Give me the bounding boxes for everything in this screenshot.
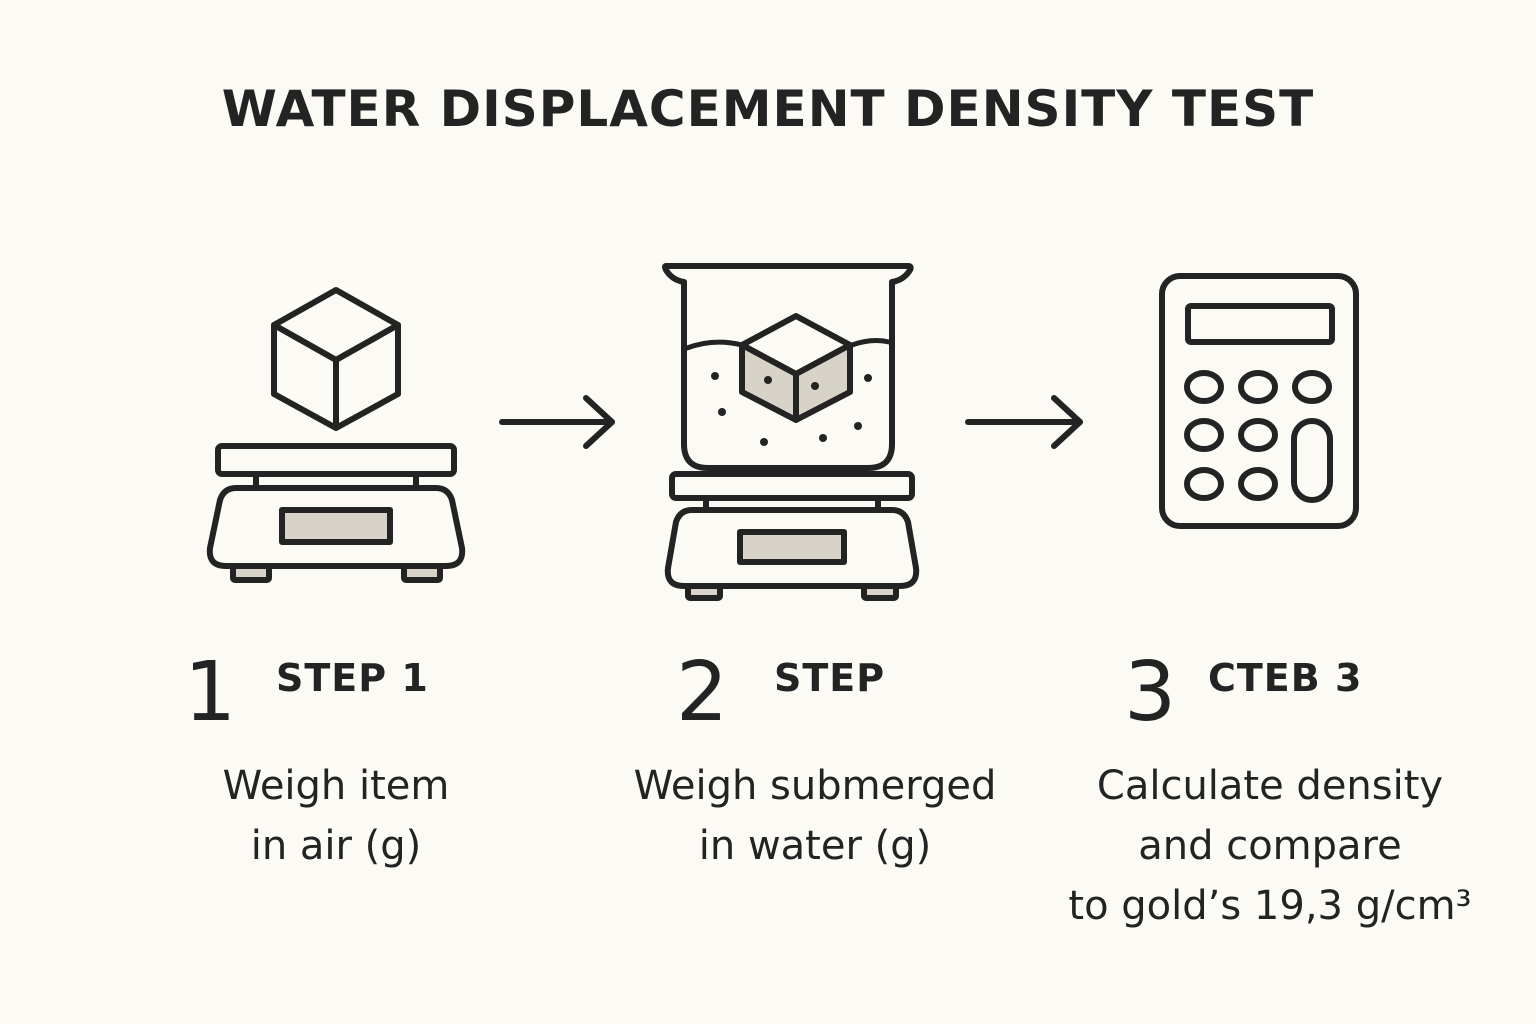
step-3-number: 3 [1124,645,1177,740]
step-1-description-line: in air (g) [250,823,422,869]
scale-icon [206,443,466,583]
step-1-description-line: Weigh item [222,763,450,809]
step-1-label: STEP 1 [276,656,429,700]
step-1-number: 1 [184,645,237,740]
cube-icon [271,287,401,431]
step-3-description: Calculate density and compare to gold’s … [1050,756,1490,936]
step-2-label: STEP [774,656,886,700]
step-1-description: Weigh item in air (g) [186,756,486,876]
arrow-right-icon [965,395,1083,449]
scale-icon [664,471,920,601]
arrow-right-icon [499,395,615,449]
step-2-description-line: Weigh submerged [633,763,997,809]
page-title: WATER DISPLACEMENT DENSITY TEST [221,80,1315,138]
step-3-description-line: and compare [1138,823,1402,869]
calculator-icon [1159,273,1359,529]
scale-with-cube-icon [206,287,466,583]
step-2-number: 2 [676,645,729,740]
bubble-icons [711,372,872,446]
step-3-label: CTEB 3 [1208,656,1363,700]
step-2-description: Weigh submerged in water (g) [600,756,1030,876]
step-3-description-line: Calculate density [1096,763,1444,809]
beaker-on-scale-icon [662,263,920,601]
step-3-description-line: to gold’s 19,3 g/cm³ [1068,883,1472,929]
step-2-description-line: in water (g) [698,823,932,869]
